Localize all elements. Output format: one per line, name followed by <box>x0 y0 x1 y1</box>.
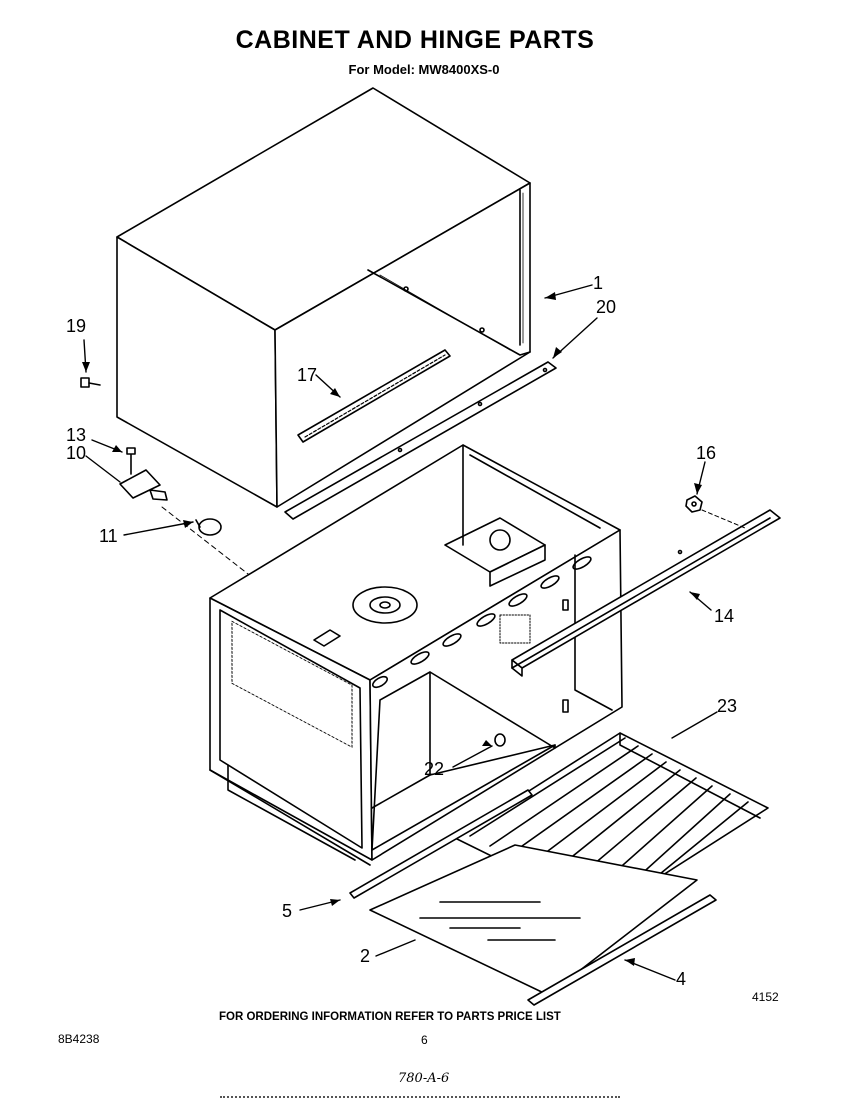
oven-chassis <box>209 444 623 866</box>
cabinet-wrapper <box>116 87 531 508</box>
callout-14: 14 <box>714 606 734 626</box>
callout-13: 13 <box>66 425 86 445</box>
glass-panel <box>369 844 698 996</box>
figure-number: 4152 <box>752 990 779 1004</box>
doc-number: 8B4238 <box>58 1032 100 1046</box>
model-subtitle: For Model: MW8400XS-0 <box>348 62 500 77</box>
callout-10: 10 <box>66 443 86 463</box>
bottom-dotted-rule <box>220 1096 620 1098</box>
callout-19: 19 <box>66 316 86 336</box>
hinge-bar <box>511 509 781 677</box>
screw-19 <box>80 377 101 388</box>
handwritten-note: 780-A-6 <box>398 1071 450 1086</box>
nut-16 <box>685 495 746 529</box>
page-title: CABINET AND HINGE PARTS <box>235 26 595 54</box>
callout-5: 5 <box>282 901 292 921</box>
callout-23: 23 <box>717 696 737 716</box>
callout-1: 1 <box>593 273 603 293</box>
callout-2: 2 <box>360 946 370 966</box>
callout-11: 11 <box>99 526 118 546</box>
bottom-rail <box>284 361 557 520</box>
callout-22: 22 <box>424 759 444 779</box>
callout-20: 20 <box>596 297 616 317</box>
ordering-note: FOR ORDERING INFORMATION REFER TO PARTS … <box>219 1011 561 1023</box>
page-number: 6 <box>421 1033 428 1047</box>
arrowheads <box>82 292 702 966</box>
callout-4: 4 <box>676 969 686 989</box>
callout-16: 16 <box>696 443 716 463</box>
door-rail-5 <box>349 789 533 899</box>
door-strip-4 <box>527 894 717 1006</box>
callout-17: 17 <box>297 365 317 385</box>
